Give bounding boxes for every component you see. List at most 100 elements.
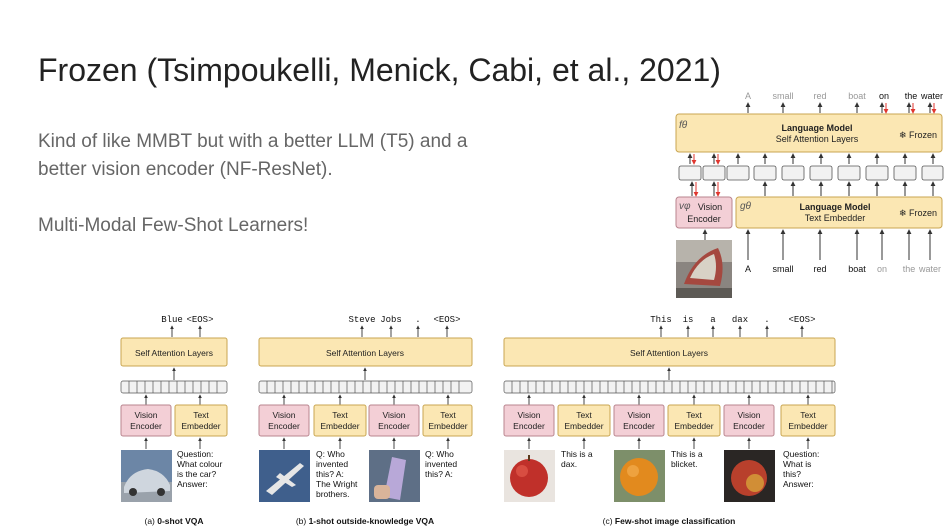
a-prompt-3: Answer: xyxy=(177,479,208,489)
bullet-1-line-1: Kind of like MMBT but with a better LLM … xyxy=(38,131,468,152)
b-prompt2-1: invented xyxy=(425,459,457,469)
b-vision-encoder-2 xyxy=(368,404,420,437)
c-vision-3a: Vision xyxy=(738,410,761,420)
text-embedder-box xyxy=(735,196,943,229)
a-out-1: <EOS> xyxy=(186,315,213,325)
a-self-attention-box xyxy=(120,337,228,367)
b-out-1: Jobs xyxy=(380,315,402,325)
c-prompt3-0: Question: xyxy=(783,449,819,459)
vision-encoder-box xyxy=(675,196,733,229)
in-token-5: the xyxy=(903,264,916,274)
b-vision-2b: Encoder xyxy=(378,421,410,431)
c-vision-2b: Encoder xyxy=(623,421,655,431)
c-out-2: a xyxy=(710,315,716,325)
a-text-2: Embedder xyxy=(181,421,220,431)
c-vision-encoder-3 xyxy=(723,404,775,437)
c-text-1b: Embedder xyxy=(564,421,603,431)
bullet-1: Kind of like MMBT but with a better LLM … xyxy=(38,128,467,184)
phone-image xyxy=(369,450,420,502)
a-vision-2: Encoder xyxy=(130,421,162,431)
b-out-3: <EOS> xyxy=(433,315,460,325)
c-vision-encoder-2 xyxy=(613,404,665,437)
a-vision-encoder xyxy=(120,404,172,437)
b-text-2b: Embedder xyxy=(428,421,467,431)
c-prompt3-1: What is xyxy=(783,459,811,469)
v-phi-symbol: vφ xyxy=(679,201,691,212)
in-token-0: A xyxy=(745,264,751,274)
c-sa-label: Self Attention Layers xyxy=(630,348,708,358)
lm-frozen-label: ❄ Frozen xyxy=(899,130,937,140)
out-token-4: on xyxy=(879,91,889,101)
vision-label-2: Encoder xyxy=(687,214,721,224)
b-prompt1-4: brothers. xyxy=(316,489,350,499)
a-vision-1: Vision xyxy=(135,410,158,420)
b-caption: (b) 1-shot outside-knowledge VQA xyxy=(296,516,434,526)
b-out-0: Steve xyxy=(348,315,375,325)
c-prompt3-3: Answer: xyxy=(783,479,814,489)
a-token-row xyxy=(120,380,228,394)
b-vision-2a: Vision xyxy=(383,410,406,420)
emb-subtitle: Text Embedder xyxy=(805,213,866,223)
c-text-1a: Text xyxy=(576,410,592,420)
car-image xyxy=(121,450,172,502)
b-prompt1-1: invented xyxy=(316,459,348,469)
lm-title: Language Model xyxy=(781,123,852,133)
orange-image xyxy=(614,450,665,502)
emb-frozen-label: ❄ Frozen xyxy=(899,208,937,218)
c-prompt2-1: blicket. xyxy=(671,459,697,469)
c-self-attention-box xyxy=(503,337,836,367)
a-text-1: Text xyxy=(193,410,209,420)
b-vision-encoder-1 xyxy=(258,404,310,437)
b-text-embedder-2 xyxy=(422,404,473,437)
panel-b: Steve Jobs . <EOS> Self Attention Layers xyxy=(258,315,473,526)
vision-label-1: Vision xyxy=(698,202,722,212)
in-token-2: red xyxy=(813,264,826,274)
b-prompt2-0: Q: Who xyxy=(425,449,454,459)
c-vision-1b: Encoder xyxy=(513,421,545,431)
c-prompt3-2: this? xyxy=(783,469,801,479)
b-text-1b: Embedder xyxy=(320,421,359,431)
c-vision-encoder-1 xyxy=(503,404,555,437)
bullet-1-line-2: better vision encoder (NF-ResNet). xyxy=(38,159,333,180)
b-sa-label: Self Attention Layers xyxy=(326,348,404,358)
b-text-1a: Text xyxy=(332,410,348,420)
c-out-0: This xyxy=(650,315,672,325)
c-prompt2-0: This is a xyxy=(671,449,703,459)
out-token-5: the xyxy=(905,91,918,101)
a-out-0: Blue xyxy=(161,315,183,325)
panel-c: This is a dax . <EOS> Self Attention Lay… xyxy=(503,315,836,526)
c-vision-2a: Vision xyxy=(628,410,651,420)
a-prompt-1: What colour xyxy=(177,459,223,469)
c-vision-3b: Encoder xyxy=(733,421,765,431)
c-text-3a: Text xyxy=(800,410,816,420)
b-self-attention-box xyxy=(258,337,473,367)
b-text-embedder-1 xyxy=(313,404,367,437)
language-model-box xyxy=(675,113,943,153)
in-token-4: on xyxy=(877,264,887,274)
bullet-2: Multi-Modal Few-Shot Learners! xyxy=(38,215,309,236)
g-theta-symbol: gθ xyxy=(740,201,752,212)
c-text-3b: Embedder xyxy=(788,421,827,431)
a-sa-label: Self Attention Layers xyxy=(135,348,213,358)
in-token-6: water xyxy=(918,264,941,274)
c-vision-1a: Vision xyxy=(518,410,541,420)
b-out-2: . xyxy=(415,315,420,325)
b-prompt1-2: this? A: xyxy=(316,469,344,479)
c-text-embedder-2 xyxy=(667,404,721,437)
a-text-embedder xyxy=(174,404,228,437)
emb-title: Language Model xyxy=(799,202,870,212)
f-theta-symbol: fθ xyxy=(679,120,688,131)
a-prompt-2: is the car? xyxy=(177,469,216,479)
c-text-2a: Text xyxy=(686,410,702,420)
b-vision-1b: Encoder xyxy=(268,421,300,431)
c-prompt1-0: This is a xyxy=(561,449,593,459)
apple-image-1 xyxy=(504,450,555,502)
c-text-2b: Embedder xyxy=(674,421,713,431)
c-out-1: is xyxy=(683,315,694,325)
out-token-3: boat xyxy=(848,91,866,101)
a-caption: (a) 0-shot VQA xyxy=(144,516,203,526)
panels-diagram: Blue <EOS> Self Attention Layers Vision … xyxy=(120,315,836,526)
b-prompt1-0: Q: Who xyxy=(316,449,345,459)
c-out-3: dax xyxy=(732,315,748,325)
c-out-4: . xyxy=(764,315,769,325)
